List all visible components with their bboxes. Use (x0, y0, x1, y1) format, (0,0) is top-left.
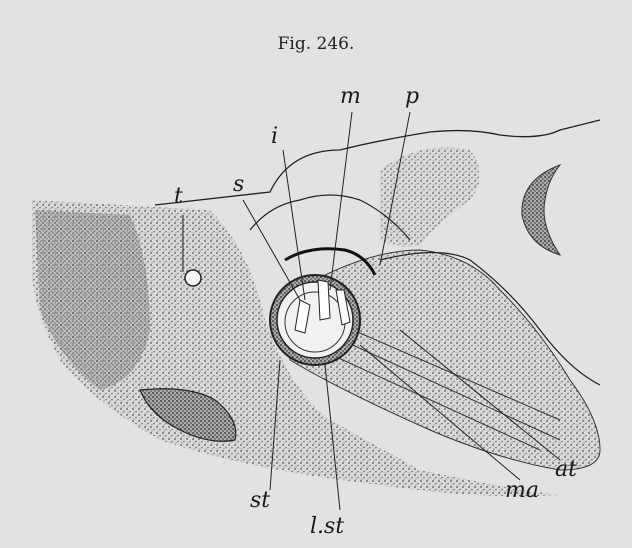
leader-i (283, 150, 305, 300)
label-ma: ma (505, 478, 539, 503)
left-dark-band (35, 210, 150, 390)
marker-circle-t (185, 270, 201, 286)
label-s: s (233, 172, 244, 197)
leader-m (330, 112, 352, 290)
label-p: p (405, 84, 419, 109)
label-l-st: l.st (310, 514, 344, 539)
label-m: m (340, 84, 361, 109)
label-i: i (271, 124, 278, 149)
label-at: at (555, 457, 577, 482)
label-t: t (174, 184, 183, 209)
upper-tissue-lobe (380, 148, 480, 247)
label-st: st (250, 488, 270, 513)
inner-structure-m (318, 280, 330, 320)
upper-right-crescent (522, 165, 560, 255)
